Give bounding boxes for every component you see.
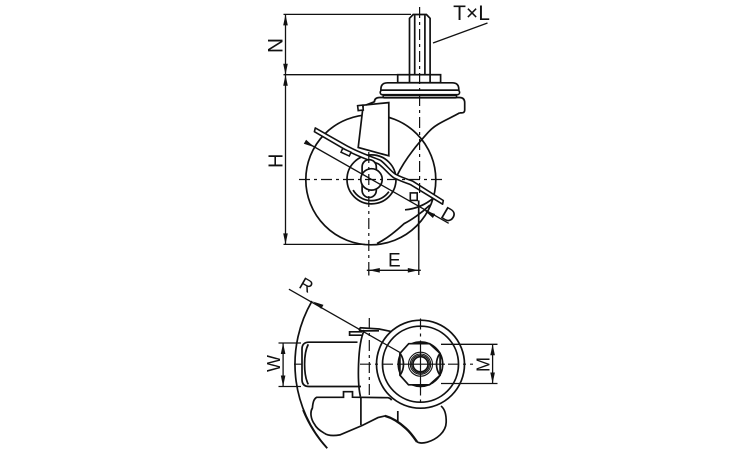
svg-text:H: H [265, 153, 287, 167]
svg-text:T×L: T×L [453, 2, 490, 25]
svg-text:E: E [388, 250, 401, 271]
svg-text:N: N [265, 38, 288, 53]
svg-text:W: W [264, 355, 284, 372]
svg-text:M: M [473, 357, 493, 372]
